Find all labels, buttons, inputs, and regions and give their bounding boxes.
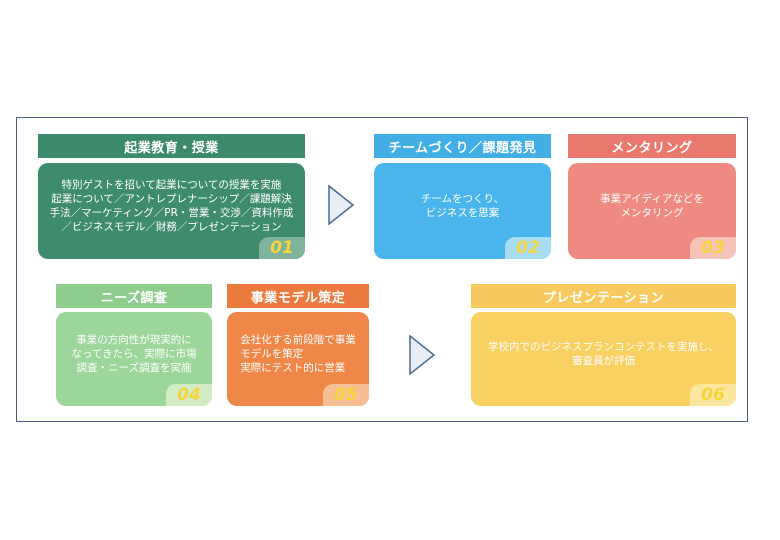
step-01-title: 起業教育・授業 bbox=[124, 140, 219, 156]
step-06-body: 学校内でのビジネスプランコンテストを実施し、 審査員が評価 bbox=[488, 341, 719, 367]
step-05-header: 事業モデル策定 bbox=[227, 284, 369, 308]
arrow-right-icon bbox=[409, 334, 436, 376]
step-06-title: プレゼンテーション bbox=[542, 290, 665, 306]
step-05-body: 会社化する前段階で事業 モデルを策定 実際にテスト的に営業 bbox=[240, 334, 356, 374]
step-05-number: 05 bbox=[323, 384, 369, 406]
step-05-title: 事業モデル策定 bbox=[250, 290, 346, 306]
step-03-header: メンタリング bbox=[568, 134, 736, 158]
step-02-card: チームをつくり、 ビジネスを思案 02 bbox=[374, 163, 551, 259]
step-06-number: 06 bbox=[690, 384, 736, 406]
arrow-right-icon bbox=[328, 184, 355, 226]
step-05-card: 会社化する前段階で事業 モデルを策定 実際にテスト的に営業 05 bbox=[227, 312, 369, 406]
step-03-card: 事業アイディアなどを メンタリング 03 bbox=[568, 163, 736, 259]
step-04-title: ニーズ調査 bbox=[100, 290, 168, 306]
step-03-number: 03 bbox=[690, 237, 736, 259]
step-06-header: プレゼンテーション bbox=[471, 284, 736, 308]
step-01-header: 起業教育・授業 bbox=[38, 134, 305, 158]
step-04-number: 04 bbox=[166, 384, 212, 406]
step-01-body: 特別ゲストを招いて起業についての授業を実施 起業について／アントレプレナーシップ… bbox=[49, 179, 294, 233]
step-01-number: 01 bbox=[259, 237, 305, 259]
step-03-title: メンタリング bbox=[611, 140, 693, 156]
step-03-body: 事業アイディアなどを メンタリング bbox=[600, 193, 704, 219]
step-02-header: チームづくり／課題発見 bbox=[374, 134, 551, 158]
step-02-body: チームをつくり、 ビジネスを思案 bbox=[420, 193, 505, 219]
step-02-title: チームづくり／課題発見 bbox=[388, 140, 537, 156]
step-04-header: ニーズ調査 bbox=[56, 284, 212, 308]
step-01-card: 特別ゲストを招いて起業についての授業を実施 起業について／アントレプレナーシップ… bbox=[38, 163, 305, 259]
step-06-card: 学校内でのビジネスプランコンテストを実施し、 審査員が評価 06 bbox=[471, 312, 736, 406]
step-04-card: 事業の方向性が現実的に なってきたら、実際に市場 調査・ニーズ調査を実施 04 bbox=[56, 312, 212, 406]
step-04-body: 事業の方向性が現実的に なってきたら、実際に市場 調査・ニーズ調査を実施 bbox=[71, 334, 197, 374]
step-02-number: 02 bbox=[505, 237, 551, 259]
diagram-frame bbox=[16, 117, 748, 422]
